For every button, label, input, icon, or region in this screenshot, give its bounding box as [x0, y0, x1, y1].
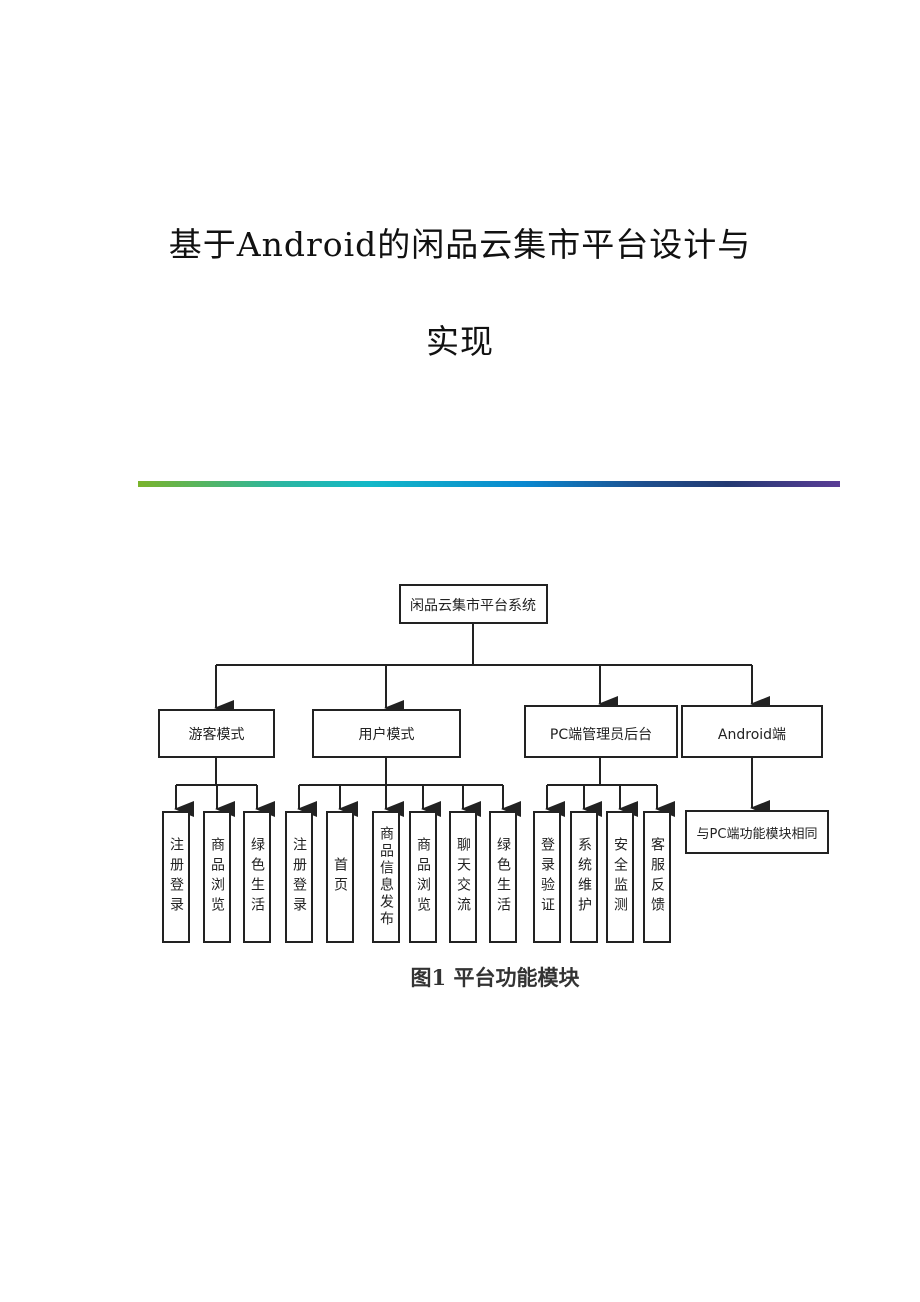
- leaf-box: [372, 811, 400, 943]
- leaf-label: 客服反馈: [649, 837, 665, 917]
- leaf-box: [606, 811, 634, 943]
- group-label: PC端管理员后台: [550, 727, 652, 743]
- group-box: [312, 709, 461, 758]
- leaf-box: [326, 811, 354, 943]
- leaf-label: 绿色生活: [495, 837, 511, 917]
- group-label: 游客模式: [189, 726, 245, 743]
- gradient-divider: [138, 481, 840, 487]
- leaf-label: 安全监测: [612, 837, 628, 917]
- document-title-line-1: 基于Android的闲品云集市平台设计与: [168, 225, 752, 264]
- leaf-box: [489, 811, 517, 943]
- leaf-label: 商品信息发布: [378, 826, 394, 928]
- leaf-box: [570, 811, 598, 943]
- group-label: Android端: [718, 727, 786, 743]
- figure-caption: 图1 平台功能模块: [410, 965, 580, 990]
- leaf-label: 商品浏览: [209, 837, 225, 917]
- group-box: [524, 705, 678, 758]
- leaf-box: [162, 811, 190, 943]
- leaf-box: [449, 811, 477, 943]
- child-label: 与PC端功能模块相同: [697, 827, 818, 842]
- leaf-box: [533, 811, 561, 943]
- leaf-box: [285, 811, 313, 943]
- android-child-box: [685, 810, 829, 854]
- root-label: 闲品云集市平台系统: [410, 597, 536, 614]
- leaf-label: 注册登录: [291, 837, 307, 917]
- group-label: 用户模式: [359, 726, 415, 743]
- root-box: [399, 584, 548, 624]
- leaf-box: [409, 811, 437, 943]
- group-box: [158, 709, 275, 758]
- leaf-label: 系统维护: [576, 837, 592, 917]
- leaf-box: [203, 811, 231, 943]
- leaf-label: 注册登录: [168, 837, 184, 917]
- leaf-label: 绿色生活: [249, 837, 265, 917]
- leaf-box: [643, 811, 671, 943]
- leaf-label: 登录验证: [539, 837, 555, 917]
- leaf-label: 聊天交流: [455, 837, 471, 917]
- leaf-box: [243, 811, 271, 943]
- leaf-label: 商品浏览: [415, 837, 431, 917]
- leaf-label: 首页: [332, 857, 348, 897]
- document-title-line-2: 实现: [426, 322, 494, 361]
- group-box: [681, 705, 823, 758]
